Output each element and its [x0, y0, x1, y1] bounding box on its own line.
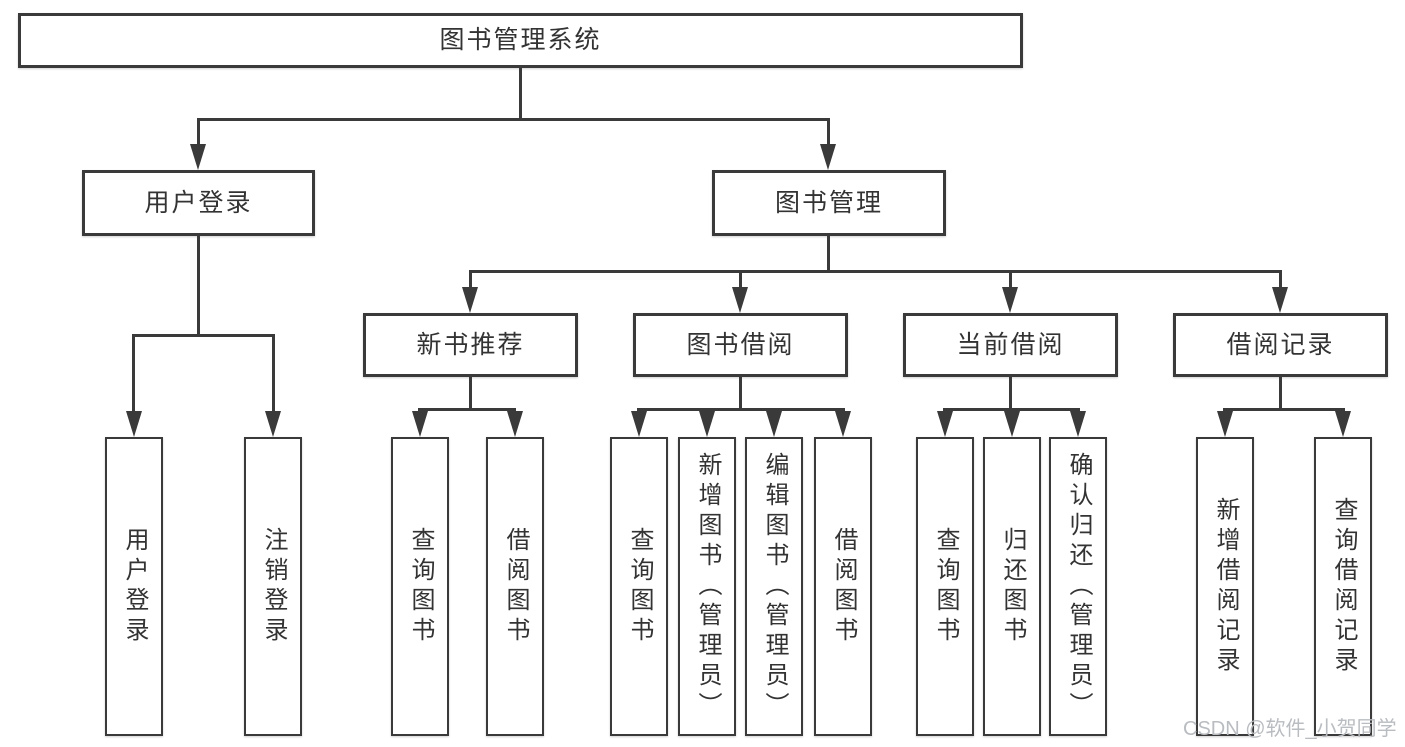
- leaf-label: 注销登录: [260, 526, 287, 647]
- node-label: 新书推荐: [416, 330, 525, 359]
- node-library-system: 图书管理系统: [18, 13, 1023, 68]
- leaf-label: 归还图书: [999, 526, 1026, 647]
- arrow-down-icon: [766, 411, 782, 437]
- leaf-label: 查询图书: [407, 526, 434, 647]
- connector-stem: [827, 118, 830, 146]
- connector-user-trunk: [197, 235, 200, 336]
- leaf-borrow-edit-books-admin: 编辑图书（管理员）: [745, 437, 803, 736]
- arrow-down-icon: [1335, 411, 1351, 437]
- arrow-down-icon: [732, 287, 748, 313]
- connector-group-bar: [418, 408, 516, 411]
- leaf-newbook-borrow-books: 借阅图书: [486, 437, 544, 736]
- arrow-down-icon: [1217, 411, 1233, 437]
- leaf-label: 新增借阅记录: [1212, 496, 1239, 677]
- connector-group-bar: [1223, 408, 1345, 411]
- leaf-label: 用户登录: [121, 526, 148, 647]
- csdn-watermark: CSDN @软件_小贺同学: [1183, 718, 1397, 740]
- connector-stem: [1009, 270, 1012, 289]
- node-label: 当前借阅: [956, 330, 1065, 359]
- node-label: 图书管理: [774, 188, 883, 217]
- leaf-label: 查询图书: [932, 526, 959, 647]
- leaf-current-return-books: 归还图书: [983, 437, 1041, 736]
- arrow-down-icon: [126, 411, 142, 437]
- connector-mgmt-trunk: [827, 235, 830, 273]
- arrow-down-icon: [412, 411, 428, 437]
- leaf-label: 查询图书: [626, 526, 653, 647]
- node-label: 图书管理系统: [439, 26, 602, 54]
- node-new-book-recommend: 新书推荐: [363, 313, 578, 377]
- arrow-down-icon: [1002, 287, 1018, 313]
- leaf-label: 确认归还（管理员）: [1065, 451, 1092, 722]
- arrow-down-icon: [507, 411, 523, 437]
- connector-trunk: [739, 376, 742, 410]
- leaf-user-login: 用户登录: [105, 437, 163, 736]
- arrow-down-icon: [699, 411, 715, 437]
- leaf-label: 查询借阅记录: [1330, 496, 1357, 677]
- connector-stem: [272, 334, 275, 414]
- arrow-down-icon: [1070, 411, 1086, 437]
- connector-group-bar: [637, 408, 845, 411]
- leaf-logout: 注销登录: [244, 437, 302, 736]
- connector-root-bar: [197, 118, 830, 121]
- arrow-down-icon: [820, 144, 836, 170]
- leaf-current-confirm-return-admin: 确认归还（管理员）: [1049, 437, 1107, 736]
- connector-stem: [739, 270, 742, 289]
- leaf-records-add-record: 新增借阅记录: [1196, 437, 1254, 736]
- leaf-label: 借阅图书: [502, 526, 529, 647]
- node-label: 借阅记录: [1226, 330, 1335, 359]
- leaf-newbook-query-books: 查询图书: [391, 437, 449, 736]
- node-book-management: 图书管理: [712, 170, 946, 236]
- arrow-down-icon: [937, 411, 953, 437]
- arrow-down-icon: [462, 287, 478, 313]
- leaf-borrow-borrow-books: 借阅图书: [814, 437, 872, 736]
- leaf-label: 编辑图书（管理员）: [761, 451, 788, 722]
- arrow-down-icon: [835, 411, 851, 437]
- connector-stem: [132, 334, 135, 414]
- connector-stem: [197, 118, 200, 146]
- arrow-down-icon: [1272, 287, 1288, 313]
- connector-root-trunk: [519, 66, 522, 120]
- node-book-borrowing: 图书借阅: [633, 313, 848, 377]
- leaf-borrow-add-books-admin: 新增图书（管理员）: [678, 437, 736, 736]
- connector-trunk: [469, 376, 472, 410]
- connector-trunk: [1009, 376, 1012, 410]
- arrow-down-icon: [631, 411, 647, 437]
- leaf-borrow-query-books: 查询图书: [610, 437, 668, 736]
- arrow-down-icon: [190, 144, 206, 170]
- leaf-label: 新增图书（管理员）: [694, 451, 721, 722]
- connector-user-bar: [133, 334, 275, 337]
- node-borrowing-records: 借阅记录: [1173, 313, 1388, 377]
- connector-level3-bar: [469, 270, 1282, 273]
- node-label: 图书借阅: [686, 330, 795, 359]
- node-user-login: 用户登录: [82, 170, 315, 236]
- leaf-records-query-record: 查询借阅记录: [1314, 437, 1372, 736]
- connector-trunk: [1279, 376, 1282, 410]
- connector-group-bar: [943, 408, 1080, 411]
- node-label: 用户登录: [144, 188, 253, 217]
- node-current-borrowing: 当前借阅: [903, 313, 1118, 377]
- connector-stem: [1279, 270, 1282, 289]
- leaf-label: 借阅图书: [830, 526, 857, 647]
- leaf-current-query-books: 查询图书: [916, 437, 974, 736]
- arrow-down-icon: [1004, 411, 1020, 437]
- connector-stem: [469, 270, 472, 289]
- arrow-down-icon: [265, 411, 281, 437]
